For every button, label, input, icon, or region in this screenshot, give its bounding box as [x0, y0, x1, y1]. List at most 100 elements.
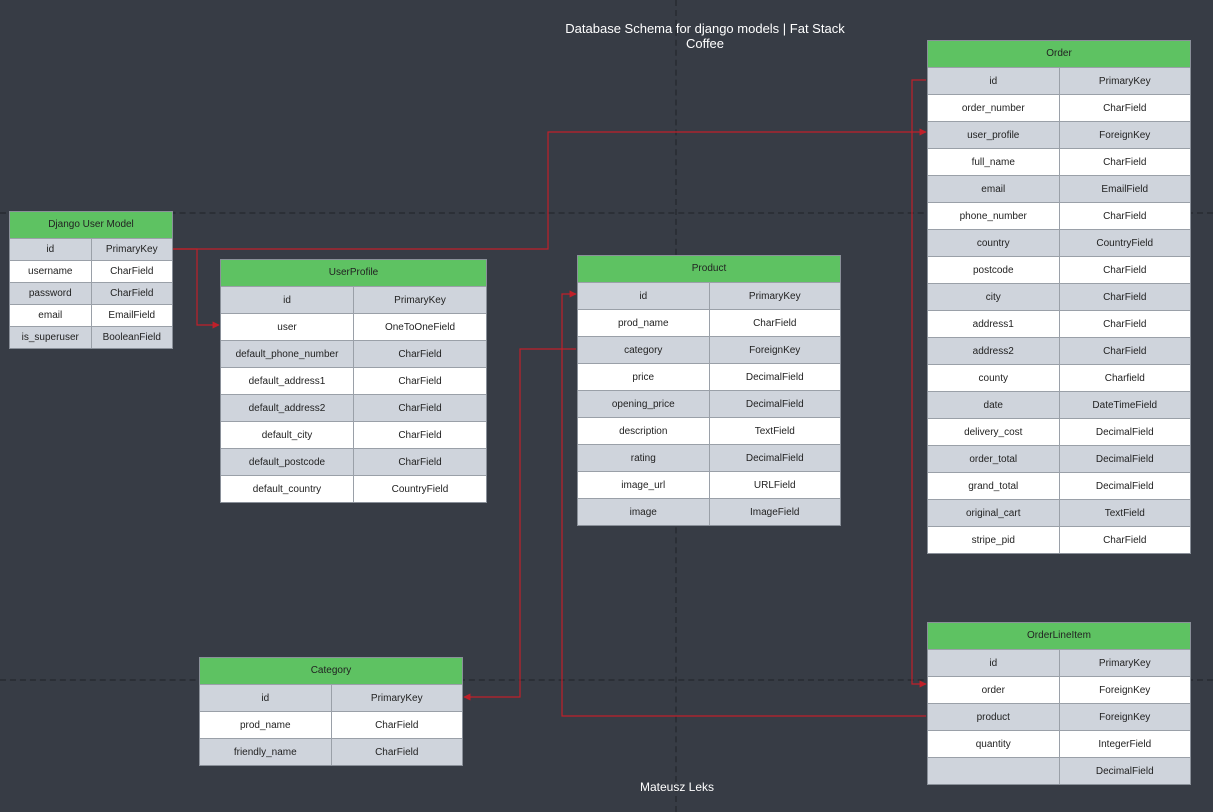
- field-name: [928, 758, 1060, 784]
- field-type: CharField: [398, 429, 442, 441]
- field-name: order_total: [928, 446, 1060, 472]
- field-name: order_number: [928, 95, 1060, 121]
- field-type: DecimalField: [1095, 453, 1154, 465]
- field-name: id: [221, 287, 354, 313]
- field-type: PrimaryKey: [105, 244, 158, 255]
- field-type: ImageField: [750, 506, 800, 518]
- field-name: delivery_cost: [928, 419, 1060, 445]
- table-row[interactable]: original_cart TextField: [928, 499, 1190, 526]
- field-name: address1: [928, 311, 1060, 337]
- field-type: BooleanField: [102, 332, 161, 343]
- field-name: prod_name: [578, 310, 710, 336]
- field-type: EmailField: [1101, 183, 1149, 195]
- table-row[interactable]: order_number CharField: [928, 94, 1190, 121]
- field-type: URLField: [753, 479, 796, 491]
- field-type: PrimaryKey: [370, 692, 423, 704]
- field-type: ForeignKey: [1099, 129, 1151, 141]
- field-name: full_name: [928, 149, 1060, 175]
- grid-guide-horizontal-top: [0, 212, 1213, 214]
- field-type: OneToOneField: [384, 321, 456, 333]
- field-type: CharField: [375, 746, 419, 758]
- field-type: ForeignKey: [749, 344, 801, 356]
- field-name: address2: [928, 338, 1060, 364]
- table-row[interactable]: prod_name CharField: [200, 711, 462, 738]
- link-order-to-orderlineitem: [911, 79, 927, 688]
- field-type: TextField: [1104, 507, 1145, 519]
- field-name: quantity: [928, 731, 1060, 757]
- field-name: date: [928, 392, 1060, 418]
- field-type: CharField: [1103, 102, 1147, 114]
- link-user-to-userprofile-user: [172, 248, 220, 329]
- field-name: email: [10, 305, 92, 326]
- field-name: order: [928, 677, 1060, 703]
- table-row[interactable]: product ForeignKey: [928, 703, 1190, 730]
- table-row[interactable]: order_total DecimalField: [928, 445, 1190, 472]
- field-type: DecimalField: [745, 398, 804, 410]
- field-type: ForeignKey: [1099, 711, 1151, 723]
- field-type: PrimaryKey: [1098, 657, 1151, 669]
- field-name: city: [928, 284, 1060, 310]
- field-name: original_cart: [928, 500, 1060, 526]
- field-name: product: [928, 704, 1060, 730]
- field-name: opening_price: [578, 391, 710, 417]
- table-row[interactable]: DecimalField: [928, 757, 1190, 784]
- field-type: CharField: [375, 719, 419, 731]
- table-header: Order: [928, 41, 1190, 67]
- field-name: prod_name: [200, 712, 332, 738]
- table-row[interactable]: opening_price DecimalField: [578, 390, 840, 417]
